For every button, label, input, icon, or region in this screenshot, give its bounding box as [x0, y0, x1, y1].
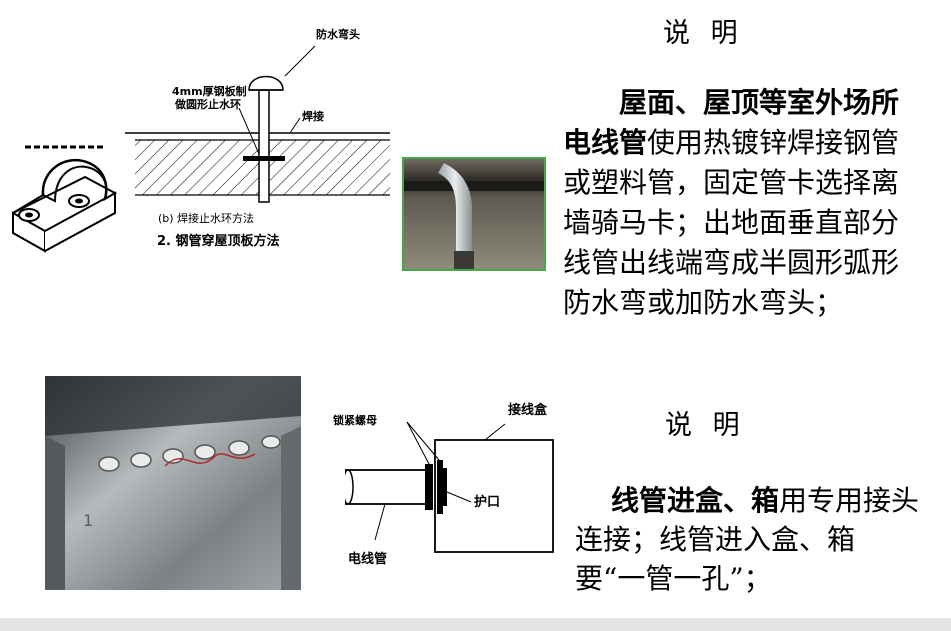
diagram1-caption: 2. 钢管穿屋顶板方法	[157, 234, 280, 249]
conduit-box-diagram	[345, 412, 560, 572]
label-weld: 焊接	[302, 110, 324, 123]
section1-bold-text: 屋面、屋顶等室外场所电线管	[563, 86, 900, 159]
label-lock-nut: 锁紧螺母	[333, 414, 377, 427]
label-conduit: 电线管	[348, 552, 388, 567]
sub-caption: (b) 焊接止水环方法	[158, 212, 255, 225]
roof-pipe-diagram	[125, 28, 410, 213]
photo-bent-conduit	[402, 157, 546, 271]
bottom-strip	[0, 618, 951, 631]
section2-paragraph: 线管进盒、箱用专用接头连接；线管进入盒、箱要“一管一孔”；	[575, 481, 923, 598]
section1-paragraph: 屋面、屋顶等室外场所电线管使用热镀锌焊接钢管或塑料管，固定管卡选择离墙骑马卡；出…	[563, 83, 923, 323]
section2-bold-text: 线管进盒、箱	[611, 484, 780, 517]
label-waterproof-cap: 防水弯头	[316, 28, 360, 41]
photo-box-knockouts: 1	[45, 376, 301, 590]
section1-body-text: 使用热镀锌焊接钢管或塑料管，固定管卡选择离墙骑马卡；出地面垂直部分线管出线端弯成…	[563, 126, 900, 319]
label-ring-line1: 4mm厚钢板制	[172, 85, 247, 98]
section2-body-text: 用专用接头连接；线管进入盒、箱要“一管一孔”；	[575, 484, 920, 595]
section2-heading: 说 明	[665, 410, 746, 441]
saddle-clamp-illustration	[5, 143, 123, 259]
label-ring-line2: 做圆形止水环	[175, 98, 241, 111]
label-junction-box: 接线盒	[508, 403, 548, 418]
svg-text:1: 1	[83, 511, 93, 530]
section1-heading: 说 明	[663, 18, 744, 49]
label-guard: 护口	[474, 495, 501, 510]
